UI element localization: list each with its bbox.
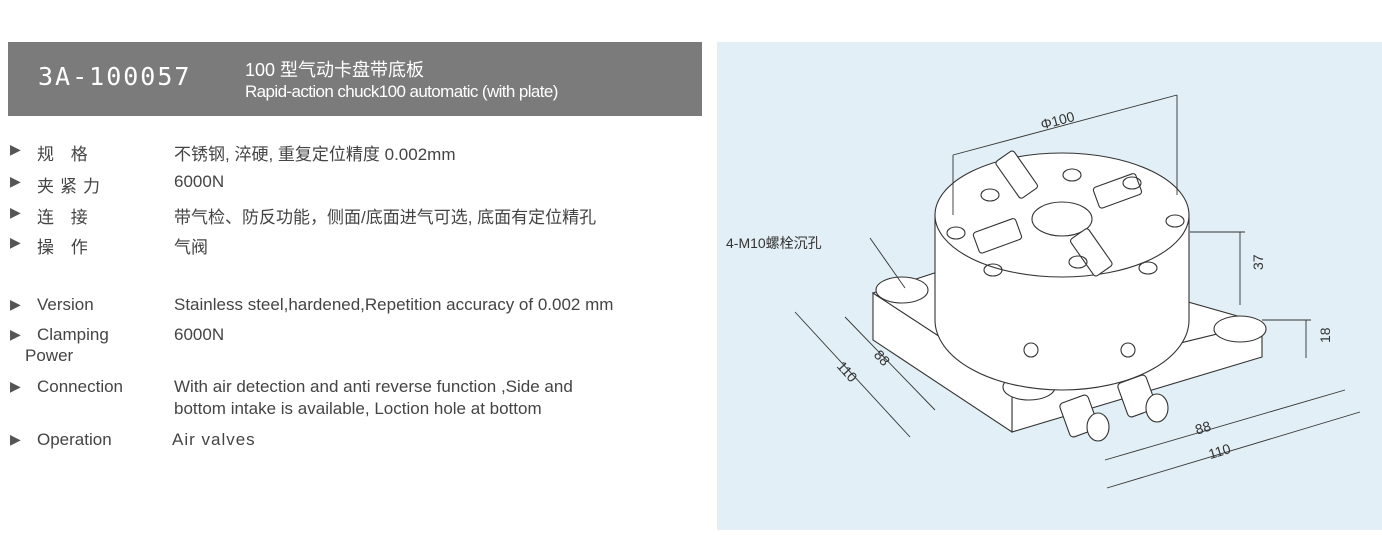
left-outer-label: 110 bbox=[834, 358, 861, 385]
bullet-triangle-icon: ▶ bbox=[10, 204, 21, 220]
chuck-height-label: 37 bbox=[1250, 254, 1266, 270]
product-title-cn: 100 型气动卡盘带底板 bbox=[245, 60, 425, 80]
bullet-triangle-icon: ▶ bbox=[10, 173, 21, 189]
bolt-hole bbox=[875, 276, 929, 304]
air-fittings bbox=[1059, 374, 1169, 442]
bullet-triangle-icon: ▶ bbox=[10, 378, 21, 394]
plate-height-label: 18 bbox=[1317, 327, 1333, 343]
drawing-panel: Φ100 37 18 4-M10螺栓沉孔 88 110 88 110 bbox=[717, 42, 1382, 530]
bottom-outer-label: 110 bbox=[1206, 440, 1232, 462]
bullet-triangle-icon: ▶ bbox=[10, 431, 21, 447]
bullet-triangle-icon: ▶ bbox=[10, 326, 21, 342]
bolt-hole bbox=[1213, 315, 1267, 343]
dimension-lines bbox=[794, 94, 1361, 489]
bullet-triangle-icon: ▶ bbox=[10, 234, 21, 250]
bullet-triangle-icon: ▶ bbox=[10, 141, 21, 157]
hole-note-label: 4-M10螺栓沉孔 bbox=[726, 235, 822, 251]
bottom-inner-label: 88 bbox=[1193, 418, 1213, 438]
product-header: 3A-100057 100 型气动卡盘带底板 Rapid-action chuc… bbox=[8, 42, 702, 116]
dimension-labels: Φ100 37 18 4-M10螺栓沉孔 88 110 88 110 bbox=[726, 108, 1333, 462]
product-title-en: Rapid-action chuck100 automatic (with pl… bbox=[245, 82, 558, 101]
product-code: 3A-100057 bbox=[38, 62, 192, 91]
diameter-label: Φ100 bbox=[1039, 108, 1077, 132]
chuck-body bbox=[934, 150, 1190, 391]
bullet-triangle-icon: ▶ bbox=[10, 296, 21, 312]
chuck-technical-drawing: Φ100 37 18 4-M10螺栓沉孔 88 110 88 110 bbox=[726, 94, 1361, 489]
